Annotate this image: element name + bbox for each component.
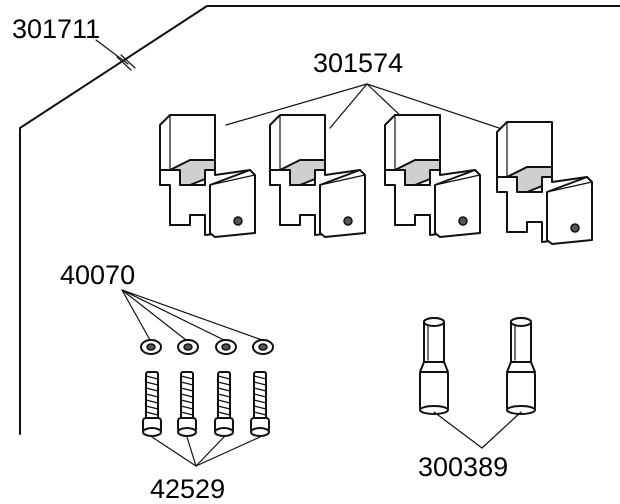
block-leaders <box>225 83 506 131</box>
washer-part-number: 40070 <box>60 260 135 290</box>
pin-1 <box>419 317 449 415</box>
block-4 <box>496 121 593 245</box>
washer-2 <box>177 339 199 355</box>
pin-2 <box>506 317 536 415</box>
frame-plate-leader <box>95 39 129 65</box>
frame-plate-part-number: 301711 <box>12 14 100 44</box>
pin-part-number: 300389 <box>418 452 508 482</box>
screw-2 <box>177 371 197 437</box>
pin-leaders <box>433 411 522 449</box>
washer-1 <box>140 339 162 355</box>
block-part-number: 301574 <box>313 48 403 78</box>
screw-3 <box>214 371 234 437</box>
washer-3 <box>215 339 237 355</box>
washer-4 <box>252 339 274 355</box>
screw-part-number: 42529 <box>150 474 225 504</box>
block-1 <box>159 114 256 238</box>
block-3 <box>384 114 481 238</box>
screw-1 <box>142 371 162 437</box>
screw-leaders <box>151 436 261 467</box>
washer-leaders <box>121 289 263 341</box>
frame-plate-outline <box>19 5 620 435</box>
screw-4 <box>250 371 270 437</box>
block-2 <box>269 114 366 238</box>
